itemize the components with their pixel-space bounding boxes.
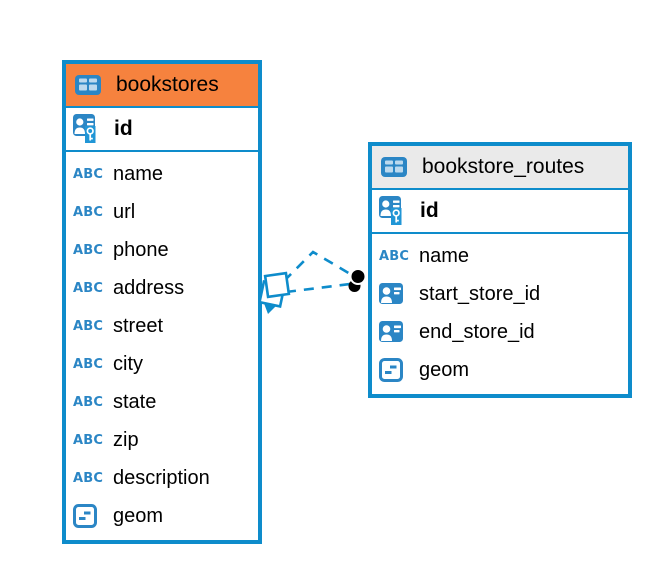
relationship-target-marker[interactable] xyxy=(348,268,367,292)
table-header-bookstore-routes[interactable]: bookstore_routes xyxy=(372,146,628,190)
column-row[interactable]: ABC url xyxy=(66,193,258,231)
column-row[interactable]: geom xyxy=(66,497,258,535)
table-icon xyxy=(381,157,413,177)
primary-key-name: id xyxy=(420,199,439,222)
column-row[interactable]: end_store_id xyxy=(372,313,628,351)
column-name: street xyxy=(113,314,164,337)
text-type-icon: ABC xyxy=(73,242,104,258)
relationship-line[interactable] xyxy=(285,282,351,294)
column-name: description xyxy=(113,466,210,489)
column-name: name xyxy=(113,162,164,185)
text-type-icon: ABC xyxy=(73,166,104,182)
table-icon xyxy=(75,75,107,95)
text-type-icon: ABC xyxy=(73,470,104,486)
column-name: url xyxy=(113,200,136,223)
primary-key-name: id xyxy=(114,117,133,140)
text-type-icon: ABC xyxy=(73,394,104,410)
user-key-icon xyxy=(379,196,411,226)
column-name: start_store_id xyxy=(419,282,541,305)
column-row[interactable]: ABC street xyxy=(66,307,258,345)
column-row[interactable]: geom xyxy=(372,351,628,389)
user-card-icon xyxy=(379,321,411,343)
column-name: zip xyxy=(113,428,139,451)
user-key-icon xyxy=(73,114,105,144)
column-row[interactable]: ABC zip xyxy=(66,421,258,459)
column-list: ABC name start_store_id end_store_id ge xyxy=(372,234,628,394)
geometry-type-icon xyxy=(73,504,105,528)
primary-key-row[interactable]: id xyxy=(372,190,628,234)
column-name: end_store_id xyxy=(419,320,535,343)
column-list: ABC name ABC url ABC phone ABC address A… xyxy=(66,152,258,540)
column-row[interactable]: ABC description xyxy=(66,459,258,497)
column-row[interactable]: start_store_id xyxy=(372,275,628,313)
column-row[interactable]: ABC address xyxy=(66,269,258,307)
column-row[interactable]: ABC state xyxy=(66,383,258,421)
table-header-bookstores[interactable]: bookstores xyxy=(66,64,258,108)
text-type-icon: ABC xyxy=(73,356,104,372)
relationship-source-marker[interactable] xyxy=(258,271,291,314)
column-name: city xyxy=(113,352,143,375)
text-type-icon: ABC xyxy=(73,432,104,448)
text-type-icon: ABC xyxy=(73,280,104,296)
column-name: address xyxy=(113,276,185,299)
column-name: geom xyxy=(419,358,470,381)
primary-key-row[interactable]: id xyxy=(66,108,258,152)
column-name: state xyxy=(113,390,157,413)
table-bookstore-routes[interactable]: bookstore_routes id ABC name start_store… xyxy=(368,142,632,398)
text-type-icon: ABC xyxy=(73,318,104,334)
geometry-type-icon xyxy=(379,358,411,382)
table-name: bookstore_routes xyxy=(422,155,585,178)
text-type-icon: ABC xyxy=(73,204,104,220)
user-card-icon xyxy=(379,283,411,305)
column-row[interactable]: ABC city xyxy=(66,345,258,383)
column-name: phone xyxy=(113,238,169,261)
text-type-icon: ABC xyxy=(379,248,410,264)
column-row[interactable]: ABC name xyxy=(372,237,628,275)
column-row[interactable]: ABC phone xyxy=(66,231,258,269)
table-bookstores[interactable]: bookstores id ABC name ABC url ABC phone… xyxy=(62,60,262,544)
table-name: bookstores xyxy=(116,73,219,96)
relationship-line[interactable] xyxy=(283,250,353,282)
column-name: name xyxy=(419,244,470,267)
column-name: geom xyxy=(113,504,164,527)
column-row[interactable]: ABC name xyxy=(66,155,258,193)
